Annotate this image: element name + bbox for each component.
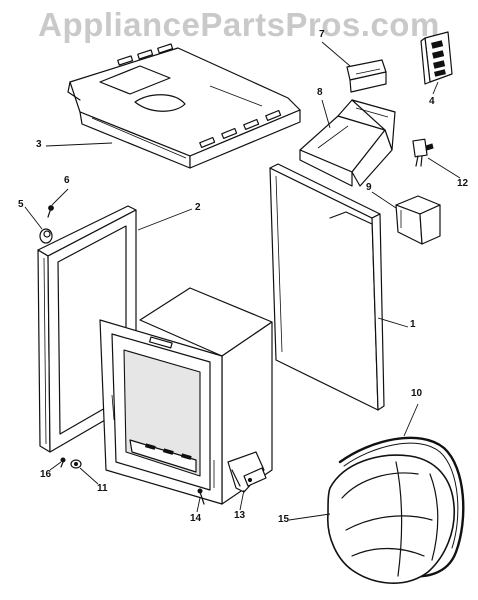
part-6-screw [47,205,54,218]
callout-6: 6 [64,175,70,186]
callout-15: 15 [278,514,290,525]
watermark: AppliancePartsPros.com [38,6,440,43]
callout-16: 16 [40,469,52,480]
part-16-screw [60,457,66,468]
part-13-hinge [227,451,267,493]
callout-7: 7 [319,29,325,40]
callout-4: 4 [429,96,435,107]
callout-8: 8 [317,87,323,98]
part-1-right-side-panel [269,163,385,411]
part-12-switch [412,138,434,167]
part-9-junction-box [395,195,441,245]
part-14-screw [197,488,205,505]
part-11-clip [70,459,82,469]
part-8-vent-duct [299,99,396,187]
callout-9: 9 [366,182,372,193]
callout-1: 1 [410,319,416,330]
callout-13: 13 [234,510,246,521]
callout-5: 5 [18,199,24,210]
part-7-bracket [346,59,387,93]
callout-2: 2 [195,202,201,213]
leader-lines [24,41,461,521]
callout-10: 10 [411,388,423,399]
part-3-top-support [67,43,301,169]
part-15-insulation [327,454,456,584]
callout-12: 12 [457,178,469,189]
callout-14: 14 [190,513,202,524]
part-5-glide [39,228,53,244]
oven-cavity [99,287,273,505]
callout-3: 3 [36,139,42,150]
callout-11: 11 [97,483,108,494]
part-4-terminal-block [420,31,453,85]
part-10-gasket [338,436,465,578]
